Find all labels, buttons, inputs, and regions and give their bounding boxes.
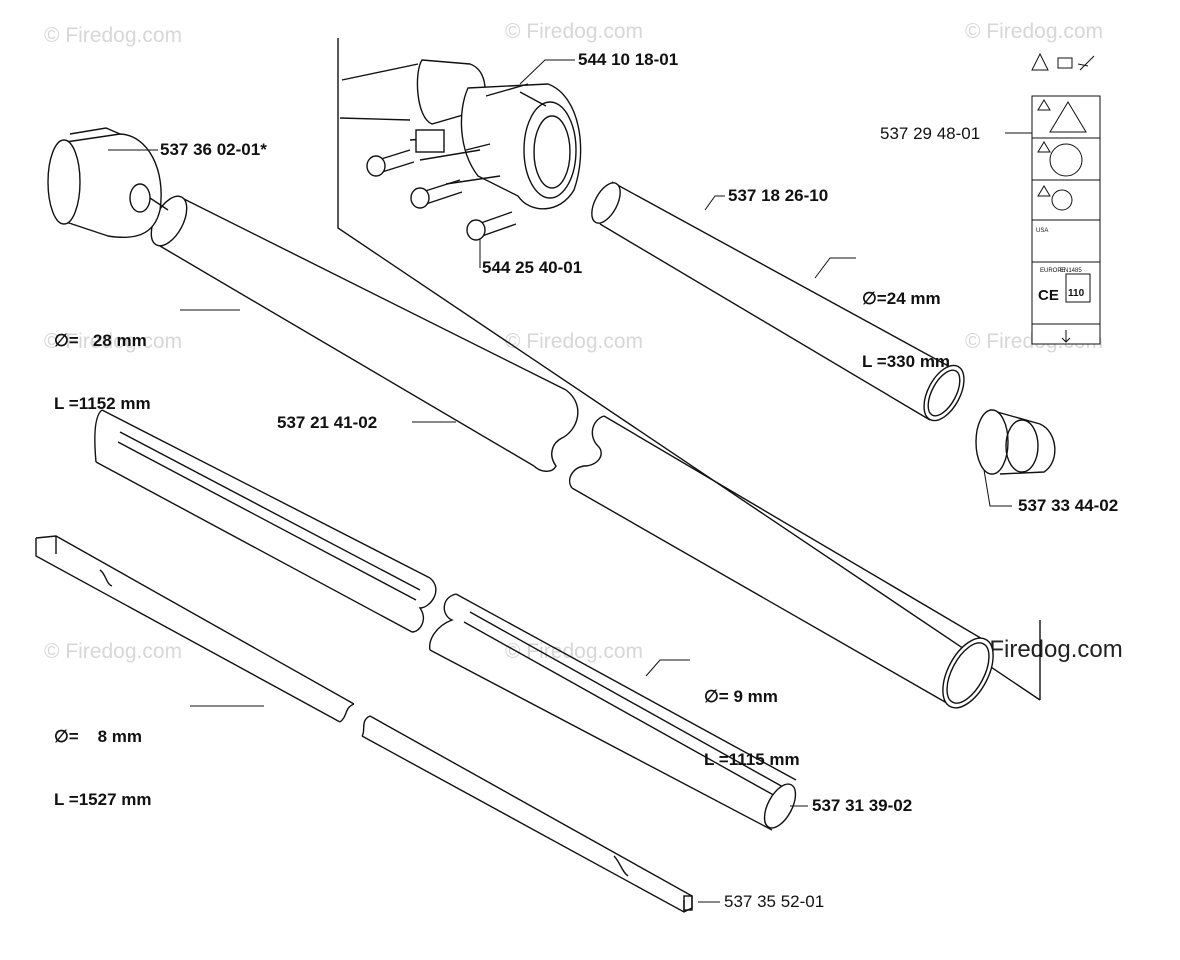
screws (366, 149, 517, 241)
drive-shaft-right (429, 593, 797, 831)
dimension-tube-1152: ∅= 28 mm L =1152 mm (54, 288, 151, 456)
short-tube (591, 181, 965, 422)
decal-en-label: EN1485 (1060, 268, 1082, 274)
part-label-544-10-18-01: 544 10 18-01 (578, 50, 679, 69)
diameter-value: ∅= 9 mm (704, 687, 778, 706)
watermark: © Firedog.com (965, 20, 1104, 43)
length-value: L =1527 mm (54, 790, 152, 809)
warning-decal-text: USA EUROPE EN1485 CE 110 (1036, 228, 1085, 304)
watermark: © Firedog.com (44, 640, 183, 663)
length-value: L =330 mm (862, 352, 951, 371)
diameter-value: ∅= 8 mm (54, 727, 143, 746)
length-value: L =1152 mm (54, 394, 151, 413)
assembly-plane (337, 38, 1041, 701)
grip-sleeve (47, 127, 169, 239)
part-label-537-18-26-10: 537 18 26-10 (728, 186, 829, 205)
part-label-544-25-40-01: 544 25 40-01 (482, 258, 583, 277)
part-label-537-35-52-01: 537 35 52-01 (724, 892, 825, 911)
dimension-tube-330: ∅=24 mm L =330 mm (862, 246, 950, 414)
length-value: L =1115 mm (704, 750, 800, 769)
watermark: © Firedog.com (505, 640, 644, 663)
dimension-shaft-1115: ∅= 9 mm L =1115 mm (704, 644, 800, 812)
diameter-value: ∅= 28 mm (54, 331, 147, 350)
part-label-537-29-48-01: 537 29 48-01 (880, 124, 981, 143)
part-label-537-33-44-02: 537 33 44-02 (1018, 496, 1119, 515)
decal-db-value: 110 (1068, 288, 1085, 299)
watermark: © Firedog.com (44, 330, 183, 353)
watermark: © Firedog.com (505, 20, 644, 43)
decal-europe-label: EUROPE (1040, 268, 1065, 274)
warning-decal (1031, 52, 1101, 345)
square-shaft-right (361, 715, 693, 913)
part-label-537-21-41-02: 537 21 41-02 (277, 413, 378, 432)
main-tube-upper (150, 195, 579, 472)
part-label-537-36-02-01: 537 36 02-01* (160, 140, 267, 159)
watermark: © Firedog.com (44, 24, 183, 47)
diameter-value: ∅=24 mm (862, 289, 941, 308)
square-shaft-left (35, 535, 355, 723)
drive-shaft-left (94, 409, 437, 633)
decal-usa-label: USA (1036, 228, 1048, 234)
main-tube-lower (568, 415, 994, 709)
leader-lines (108, 59, 1032, 903)
decal-ce-mark: CE (1038, 287, 1059, 304)
clamp-bracket (339, 59, 582, 210)
watermark: © Firedog.com (505, 330, 644, 353)
part-label-537-31-39-02: 537 31 39-02 (812, 796, 913, 815)
dimension-shaft-1527: ∅= 8 mm L =1527 mm (54, 684, 152, 852)
end-cap (975, 409, 1056, 475)
